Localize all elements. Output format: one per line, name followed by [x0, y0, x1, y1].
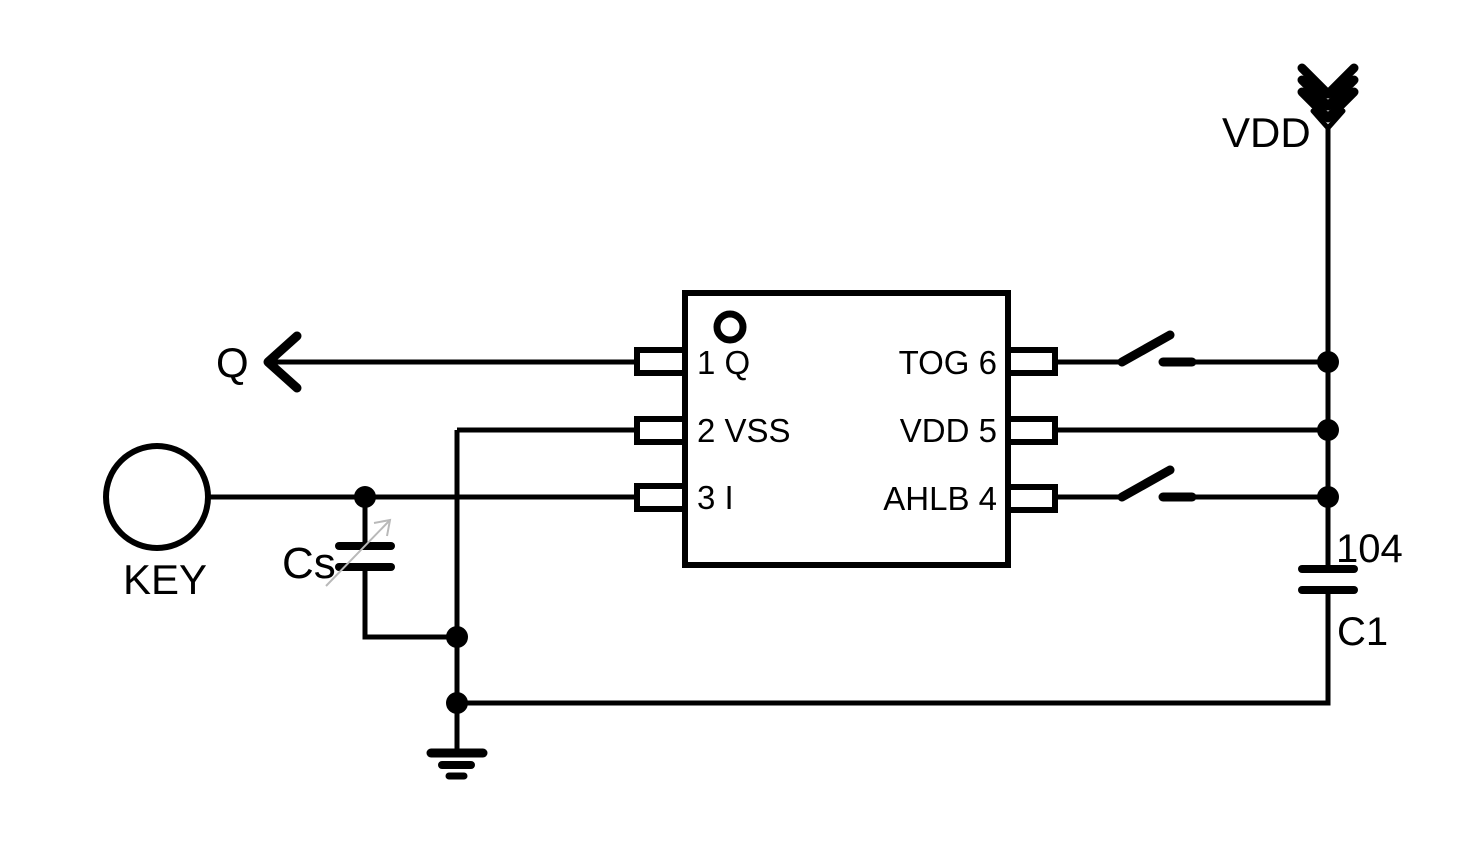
wire-cs-bottom-leg — [362, 567, 457, 640]
pin-box-5 — [1005, 416, 1058, 445]
pin-label-2: 2 VSS — [697, 412, 791, 449]
ic-body: 1 Q 2 VSS 3 I TOG 6 VDD 5 AHLB 4 — [634, 290, 1058, 568]
c1-name-label: C1 — [1337, 610, 1388, 654]
pin1-indicator-icon — [713, 310, 747, 344]
pin-label-5: VDD 5 — [900, 412, 997, 449]
wire-ground-return — [457, 590, 1331, 706]
wires — [209, 126, 1331, 753]
pin-box-6 — [1005, 347, 1058, 376]
junction-dot — [446, 626, 468, 648]
pin-box-3 — [634, 483, 688, 512]
vdd-chevron-icon — [1297, 63, 1359, 99]
switch-ahlb — [1117, 465, 1197, 502]
vdd-power-symbol — [1297, 63, 1359, 131]
junction-dot — [1317, 486, 1339, 508]
junction-dot — [354, 486, 376, 508]
switch-tog — [1117, 330, 1197, 367]
pin-label-3: 3 I — [697, 479, 734, 516]
pin-label-6: TOG 6 — [899, 344, 997, 381]
junction-dot — [1317, 351, 1339, 373]
junction-dots — [354, 351, 1339, 714]
capacitor-c1 — [1298, 565, 1358, 594]
pin-label-1: 1 Q — [697, 344, 750, 381]
pin-label-4: AHLB 4 — [883, 480, 997, 517]
vdd-net-label: VDD — [1222, 109, 1311, 156]
pin-box-1 — [634, 347, 688, 376]
switch-blade — [1117, 330, 1175, 367]
capacitor-cs — [325, 518, 395, 587]
switch-blade — [1117, 465, 1175, 502]
cs-label: Cs — [282, 539, 336, 588]
q-output-label: Q — [216, 339, 249, 386]
vdd-chevron-icon — [1297, 75, 1359, 111]
junction-dot — [1317, 419, 1339, 441]
ground-symbol-icon — [426, 748, 488, 780]
pin-box-2 — [634, 416, 688, 445]
key-pad-symbol — [103, 443, 211, 551]
pin-box-4 — [1005, 484, 1058, 513]
q-arrowhead-icon — [263, 331, 302, 393]
key-label: KEY — [123, 556, 207, 603]
c1-value-label: 104 — [1336, 527, 1403, 571]
vdd-chevron-icon — [1297, 87, 1359, 123]
junction-dot — [446, 692, 468, 714]
cs-variable-arrow-icon — [325, 518, 392, 587]
